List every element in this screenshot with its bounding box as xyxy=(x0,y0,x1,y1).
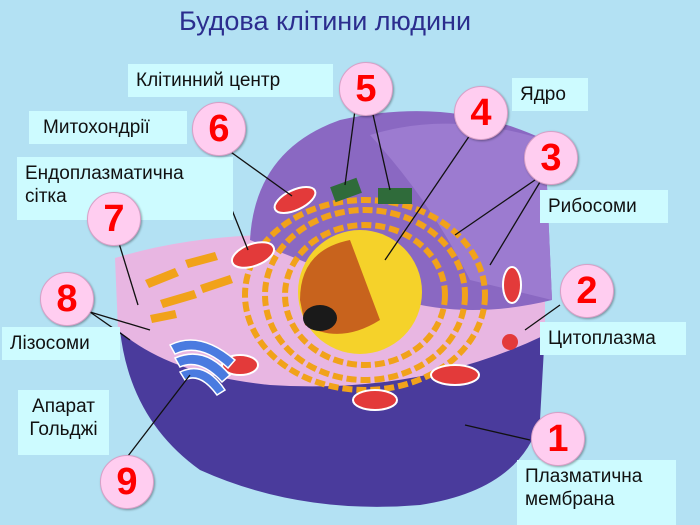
label-plasma-membrane: Плазматична мембрана xyxy=(517,460,676,525)
label-nucleus: Ядро xyxy=(512,78,588,111)
marker-4: 4 xyxy=(454,86,508,140)
marker-1: 1 xyxy=(531,412,585,466)
mitochondria xyxy=(221,186,522,411)
marker-9: 9 xyxy=(100,455,154,509)
marker-2: 2 xyxy=(560,264,614,318)
centriole xyxy=(330,177,362,203)
label-mitochondria: Митохондрії xyxy=(29,111,187,144)
golgi-apparatus xyxy=(168,339,237,397)
page-title: Будова клітини людини xyxy=(178,6,472,36)
marker-7: 7 xyxy=(87,192,141,246)
label-golgi: Апарат Гольджі xyxy=(18,390,109,455)
label-cytoplasm: Цитоплазма xyxy=(540,322,686,355)
marker-6: 6 xyxy=(192,102,246,156)
marker-5: 5 xyxy=(339,62,393,116)
nucleolus xyxy=(303,305,337,331)
leader-lines xyxy=(89,109,561,457)
label-lysosomes: Лізосоми xyxy=(2,327,120,360)
endoplasmic-reticulum xyxy=(242,197,488,393)
label-ribosomes: Рибосоми xyxy=(540,190,668,223)
label-cell-center: Клітинний центр xyxy=(128,64,333,97)
marker-3: 3 xyxy=(524,131,578,185)
marker-8: 8 xyxy=(40,272,94,326)
rough-er-left xyxy=(145,252,233,323)
centriole xyxy=(378,188,412,204)
